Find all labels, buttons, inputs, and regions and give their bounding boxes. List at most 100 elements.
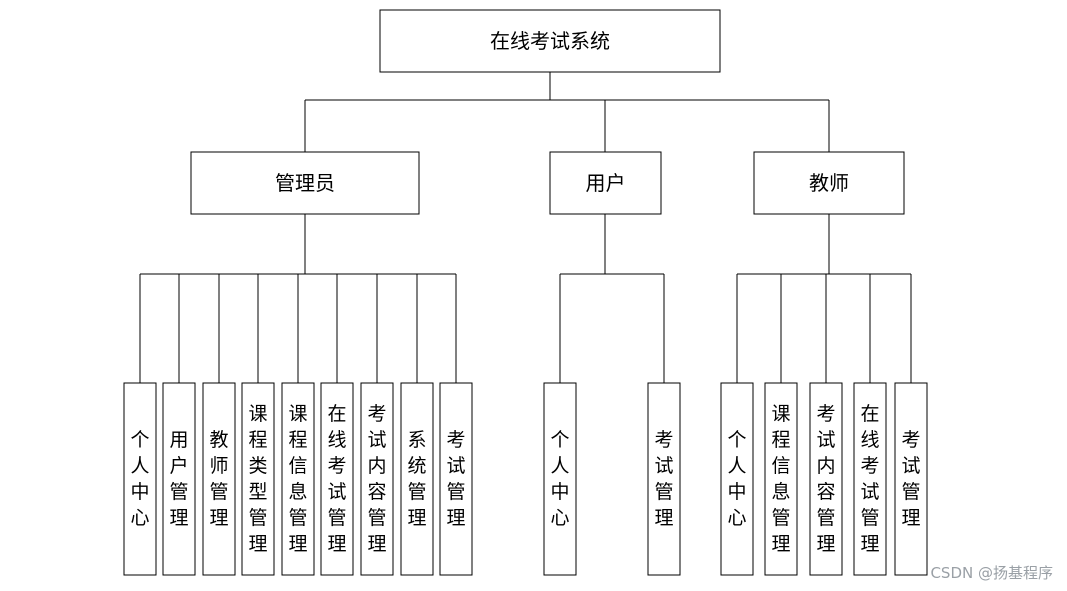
leaf-label-char: 息 [771,481,790,503]
leaf-label-char: 容 [816,481,835,503]
leaf-label-char: 程 [771,429,790,451]
leaf-label-char: 线 [327,429,346,451]
leaf-label-char: 管 [248,507,267,529]
role-node-teacher: 教师 [753,151,905,215]
leaf-label-char: 户 [169,455,188,477]
leaf-label-char: 试 [816,429,835,451]
leaf-label-char: 考 [860,455,879,477]
leaf-label-char: 管 [446,481,465,503]
leaf-label-char: 个 [130,429,149,451]
leaf-label-char: 试 [654,455,673,477]
leaf-label-char: 个 [550,429,569,451]
root-label: 在线考试系统 [490,29,610,53]
leaf-label-char: 在 [327,403,346,425]
leaf-label-char: 理 [407,507,426,529]
leaf-label-char: 人 [727,455,746,477]
leaf-label-char: 人 [550,455,569,477]
leaf-label-char: 管 [327,507,346,529]
leaf-label-char: 考 [816,403,835,425]
leaf-label-char: 内 [816,455,835,477]
leaf-label-char: 理 [248,533,267,555]
leaf-label-char: 试 [446,455,465,477]
leaf-label-char: 内 [367,455,386,477]
leaf-label-char: 试 [367,429,386,451]
leaf-label-char: 型 [248,481,267,503]
leaf-label-char: 试 [901,455,920,477]
leaf-label-char: 考 [327,455,346,477]
leaf-label-char: 在 [860,403,879,425]
leaf-label-char: 理 [860,533,879,555]
leaf-label-char: 程 [288,429,307,451]
leaf-label-char: 个 [727,429,746,451]
leaf-label-char: 管 [860,507,879,529]
leaf-label-char: 理 [169,507,188,529]
leaf-label-char: 人 [130,455,149,477]
leaf-label-char: 信 [771,455,790,477]
role-node-admin: 管理员 [190,151,420,215]
leaf-label-char: 理 [209,507,228,529]
leaf-label-char: 管 [816,507,835,529]
leaf-label-char: 理 [367,533,386,555]
leaf-label-char: 试 [327,481,346,503]
root-node: 在线考试系统 [379,9,721,73]
leaf-label-char: 管 [654,481,673,503]
leaf-label-char: 中 [727,481,746,503]
leaf-label-char: 师 [209,455,228,477]
role-label-admin: 管理员 [275,171,335,195]
leaf-label-char: 理 [446,507,465,529]
leaf-label-char: 理 [901,507,920,529]
leaf-label-char: 管 [209,481,228,503]
leaf-label-char: 系 [407,429,426,451]
leaf-label-char: 息 [288,481,307,503]
leaf-label-char: 理 [327,533,346,555]
leaf-label-char: 考 [446,429,465,451]
leaf-label-char: 心 [727,507,746,529]
leaf-label-char: 心 [130,507,149,529]
leaf-label-char: 中 [550,481,569,503]
leaf-label-char: 考 [901,429,920,451]
leaf-label-char: 课 [248,403,267,425]
leaf-label-char: 教 [209,429,228,451]
leaf-label-char: 理 [771,533,790,555]
leaf-label-char: 程 [248,429,267,451]
leaf-nodes: 个人中心用户管理教师管理课程类型管理课程信息管理在线考试管理考试内容管理系统管理… [123,382,928,576]
leaf-label-char: 管 [407,481,426,503]
leaf-label-char: 信 [288,455,307,477]
role-label-teacher: 教师 [809,171,849,195]
leaf-label-char: 管 [288,507,307,529]
leaf-label-char: 考 [367,403,386,425]
leaf-label-char: 理 [288,533,307,555]
leaf-label-char: 线 [860,429,879,451]
leaf-label-char: 理 [654,507,673,529]
leaf-label-char: 用 [169,429,188,451]
leaf-label-char: 管 [771,507,790,529]
connector-lines [139,72,912,383]
leaf-label-char: 课 [288,403,307,425]
leaf-label-char: 考 [654,429,673,451]
role-node-user: 用户 [549,151,662,215]
watermark: CSDN @扬基程序 [930,564,1053,582]
role-label-user: 用户 [586,171,626,195]
leaf-label-char: 管 [901,481,920,503]
leaf-label-char: 统 [407,455,426,477]
leaf-label-char: 心 [550,507,569,529]
leaf-label-char: 试 [860,481,879,503]
leaf-label-char: 理 [816,533,835,555]
leaf-label-char: 类 [248,455,267,477]
leaf-label-char: 管 [169,481,188,503]
